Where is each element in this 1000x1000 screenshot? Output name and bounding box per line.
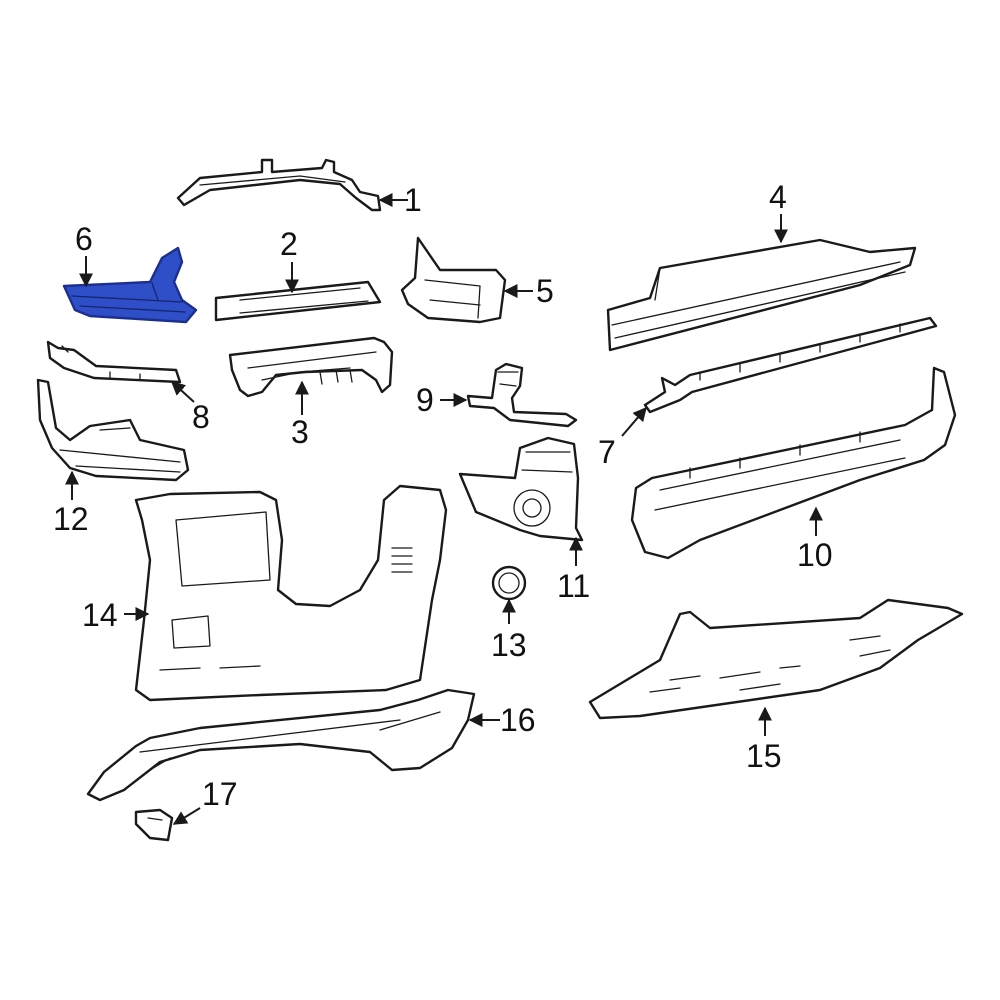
part-2-trim-strip[interactable]	[214, 280, 382, 322]
callout-17: 17	[202, 776, 238, 812]
callout-3: 3	[291, 414, 309, 450]
part-1-bracket[interactable]	[176, 158, 382, 212]
callout-5: 5	[536, 273, 554, 309]
callout-1: 1	[404, 182, 422, 218]
part-6-highlighted-panel[interactable]	[62, 246, 198, 324]
callout-2: 2	[280, 226, 298, 262]
part-16-support-rail[interactable]	[86, 688, 476, 802]
part-15-under-shield[interactable]	[588, 598, 964, 720]
leader-7	[621, 406, 647, 437]
callout-8: 8	[192, 399, 210, 435]
callout-11: 11	[557, 568, 590, 604]
part-6-body	[62, 246, 198, 324]
callout-7: 7	[598, 434, 616, 470]
part-4-dash-panel[interactable]	[606, 238, 917, 352]
part-13-plug[interactable]	[491, 565, 527, 601]
callout-10: 10	[797, 537, 833, 573]
part-5-end-cap[interactable]	[400, 236, 507, 324]
callout-15: 15	[746, 738, 782, 774]
part-17-clip[interactable]	[134, 808, 174, 842]
callout-14: 14	[82, 597, 118, 633]
callout-12: 12	[53, 501, 89, 537]
leader-8	[170, 381, 195, 403]
leader-17	[172, 807, 201, 825]
callout-9: 9	[416, 382, 434, 418]
part-7-mount-bracket[interactable]	[643, 316, 938, 414]
part-10-lower-panel[interactable]	[630, 366, 957, 560]
part-11-corner-housing[interactable]	[458, 436, 584, 542]
callout-6: 6	[75, 221, 93, 257]
part-14-knee-panel[interactable]	[134, 484, 448, 702]
part-9-wiring-bracket[interactable]	[466, 362, 578, 428]
callout-16: 16	[500, 702, 536, 738]
callout-4: 4	[769, 179, 787, 215]
part-12-left-bezel[interactable]	[36, 378, 190, 482]
part-8-small-bracket[interactable]	[46, 340, 182, 384]
callout-13: 13	[491, 627, 527, 663]
part-3-column-cover[interactable]	[228, 336, 394, 398]
